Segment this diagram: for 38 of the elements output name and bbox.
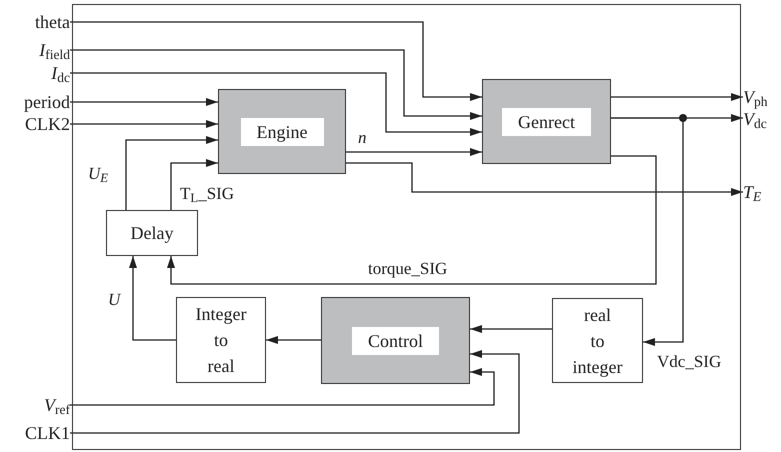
converter-box: Integer to real bbox=[176, 297, 266, 383]
signal-arrow bbox=[346, 148, 482, 156]
block-label: Control bbox=[352, 326, 439, 354]
frame-box bbox=[72, 4, 741, 450]
signal-arrow bbox=[129, 256, 176, 341]
signal-arrow bbox=[70, 49, 482, 120]
signal-arrow bbox=[70, 72, 482, 136]
signal-arrow bbox=[611, 93, 743, 101]
block-label: Genrect bbox=[502, 108, 591, 136]
signal-arrow bbox=[70, 368, 495, 406]
signal-label: I$_{field}$ bbox=[0, 39, 70, 61]
signal-arrow bbox=[70, 98, 218, 106]
signal-arrow bbox=[611, 117, 684, 346]
signal-label: T$_{E}$ bbox=[743, 181, 779, 203]
edge-label: Vdc_SIG bbox=[655, 352, 724, 372]
block-label: Engine bbox=[240, 118, 324, 146]
signal-label: theta bbox=[0, 12, 70, 32]
signal-arrow bbox=[70, 350, 520, 434]
signal-label: CLK2 bbox=[0, 114, 70, 134]
signal-label: CLK1 bbox=[0, 423, 70, 443]
signal-arrow bbox=[167, 155, 657, 285]
signal-arrow bbox=[125, 136, 218, 210]
signal-label: V$_{ref}$ bbox=[0, 394, 70, 416]
signal-label: period bbox=[0, 92, 70, 112]
converter-box: real to integer bbox=[552, 298, 643, 383]
signal-arrow bbox=[346, 162, 743, 196]
signal-arrow bbox=[70, 21, 482, 101]
signal-arrow bbox=[470, 325, 552, 333]
block-box bbox=[321, 297, 470, 384]
signal-label: I$_{dc}$ bbox=[0, 62, 70, 84]
signal-arrow bbox=[70, 120, 218, 128]
signal-arrow bbox=[266, 336, 321, 344]
block-box bbox=[218, 89, 346, 174]
signal-label: V$_{ph}$ bbox=[743, 86, 779, 108]
signal-label: V$_{dc}$ bbox=[743, 108, 779, 130]
converter-box: Delay bbox=[106, 210, 198, 256]
signal-arrow bbox=[170, 159, 218, 210]
block-box bbox=[482, 79, 611, 164]
